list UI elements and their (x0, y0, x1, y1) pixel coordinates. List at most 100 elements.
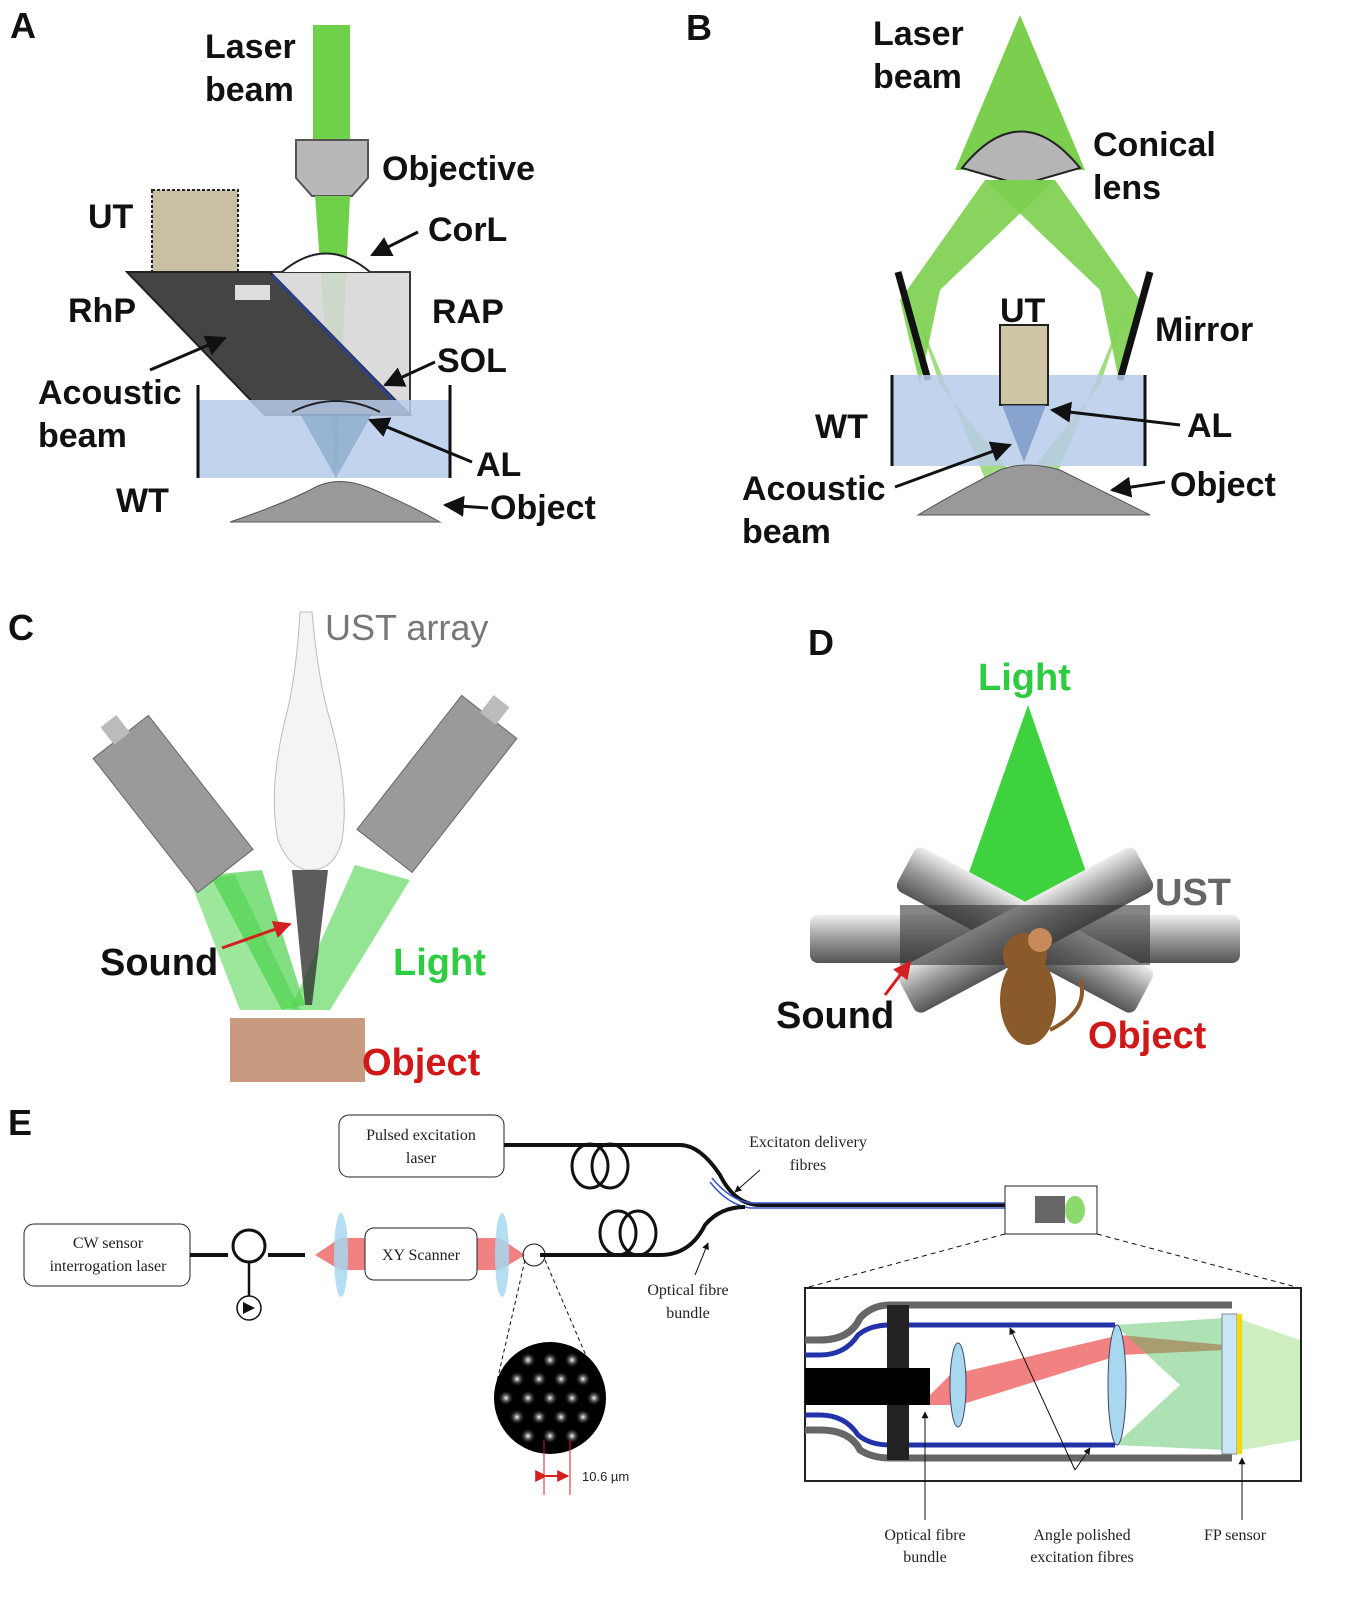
fp-sensor-substrate (1221, 1313, 1238, 1455)
fibre-core (520, 1352, 536, 1368)
excitation-fibres (805, 1322, 1115, 1448)
label-pulsed-laser: Pulsed excitation (366, 1127, 476, 1144)
label-excitation-fibres: Excitaton delivery (749, 1134, 867, 1151)
fibre-core (531, 1371, 547, 1387)
optical-fibre-bundle (540, 1205, 746, 1257)
light-beam-left-outer (190, 875, 300, 1010)
mirror-right (1116, 271, 1154, 381)
arrow-object (442, 495, 489, 517)
fibre-core (542, 1390, 558, 1406)
fibre-core (564, 1428, 580, 1444)
cw-laser-box (23, 1223, 191, 1287)
mouse-body (1000, 955, 1056, 1045)
label-inset-bundle: Optical fibre (884, 1527, 965, 1544)
ultrasound-transducer (999, 324, 1049, 406)
circulator (231, 1228, 267, 1264)
conical-lens (960, 130, 1082, 187)
label-object: Object (362, 1042, 481, 1084)
panel-a: A Laser beam Objective CorL UT RhP RAP S… (10, 5, 596, 527)
pulsed-laser-box (338, 1114, 505, 1178)
label-laser-beam-2: beam (873, 58, 962, 96)
object-skin (230, 1018, 365, 1082)
label-sound: Sound (776, 995, 894, 1037)
label-ust: UST (1155, 872, 1231, 914)
label-laser-beam-2: beam (205, 71, 294, 109)
inset-zoom-lines (804, 1233, 1301, 1289)
label-acoustic-beam-2: beam (742, 513, 831, 551)
panel-c-label: C (8, 607, 34, 648)
silicone-oil-layer (270, 273, 407, 414)
panel-a-label: A (10, 5, 36, 46)
light-source-left (92, 714, 254, 894)
sound-beam (292, 870, 328, 1005)
label-acoustic-beam: Acoustic (742, 470, 886, 508)
fibre-core (509, 1409, 525, 1425)
ust-array-probe (273, 611, 345, 871)
lens-2 (495, 1213, 509, 1297)
fibre-coil-1b (590, 1142, 630, 1190)
light-cone (955, 705, 1100, 912)
fibre-core (564, 1390, 580, 1406)
fibre-coil-1a (570, 1142, 610, 1190)
arrow-sound (221, 920, 292, 950)
arrow-object (1109, 476, 1166, 498)
label-sound: Sound (100, 942, 218, 984)
photodiode-symbol (243, 1302, 255, 1314)
red-scan-beam (930, 1335, 1225, 1405)
label-cw-laser: CW sensor (73, 1235, 144, 1252)
light-source-right (356, 694, 518, 874)
correction-lens (281, 252, 371, 273)
label-ut: UT (88, 198, 134, 236)
panel-c: C UST array Sound Light Object (8, 607, 518, 1084)
ultrasound-transducer (151, 189, 239, 274)
arrow-excitation (734, 1169, 761, 1193)
prism-highlight (235, 285, 270, 300)
label-inset-bundle-2: bundle (903, 1549, 947, 1566)
fibre-core (542, 1428, 558, 1444)
arrow-sol (383, 360, 436, 387)
label-laser-beam: Laser (873, 15, 964, 53)
fibre-core (586, 1390, 602, 1406)
fibre-core (575, 1371, 591, 1387)
label-conical-lens: Conical (1093, 126, 1216, 164)
panel-b-label: B (686, 7, 712, 48)
lens-1 (334, 1213, 348, 1297)
arrow-angle-1 (1009, 1327, 1076, 1471)
label-laser-beam: Laser (205, 28, 296, 66)
fibre-core (509, 1371, 525, 1387)
excitation-light (1115, 1318, 1225, 1450)
label-excitation-fibres-2: fibres (790, 1157, 826, 1174)
fibre-core (553, 1371, 569, 1387)
panel-e: E Pulsed excitation laser CW sensor inte… (8, 1102, 1302, 1566)
label-object: Object (1170, 466, 1276, 504)
label-rhp: RhP (68, 292, 136, 330)
label-objective: Objective (382, 150, 535, 188)
inset-lens-2 (1107, 1324, 1127, 1446)
label-corl: CorL (428, 211, 507, 249)
fibre-core (498, 1390, 514, 1406)
label-ust-array: UST array (325, 607, 488, 648)
fibre-core (542, 1352, 558, 1368)
fp-sensor (1237, 1314, 1242, 1454)
panel-e-label: E (8, 1102, 32, 1143)
label-light: Light (393, 942, 486, 984)
laser-beam (313, 25, 350, 143)
object (916, 464, 1151, 516)
label-object: Object (490, 489, 596, 527)
delivery-fibres-blue (711, 1177, 1010, 1204)
fibre-core (520, 1428, 536, 1444)
probe-light (1065, 1196, 1085, 1224)
panel-b: B Laser beam Conical lens UT Mirror WT A… (686, 7, 1276, 551)
label-ut: UT (1000, 292, 1046, 330)
mouse-ear (1028, 928, 1052, 952)
delivery-fibres-blue-2 (709, 1181, 1010, 1209)
label-sol: SOL (437, 342, 507, 380)
label-acoustic-beam-2: beam (38, 417, 127, 455)
label-pulsed-laser-2: laser (406, 1150, 437, 1167)
arrow-optical (694, 1242, 709, 1276)
object (229, 480, 442, 523)
label-acoustic-beam: Acoustic (38, 374, 182, 412)
objective-lens (295, 139, 369, 197)
label-xy-scanner: XY Scanner (382, 1247, 461, 1264)
